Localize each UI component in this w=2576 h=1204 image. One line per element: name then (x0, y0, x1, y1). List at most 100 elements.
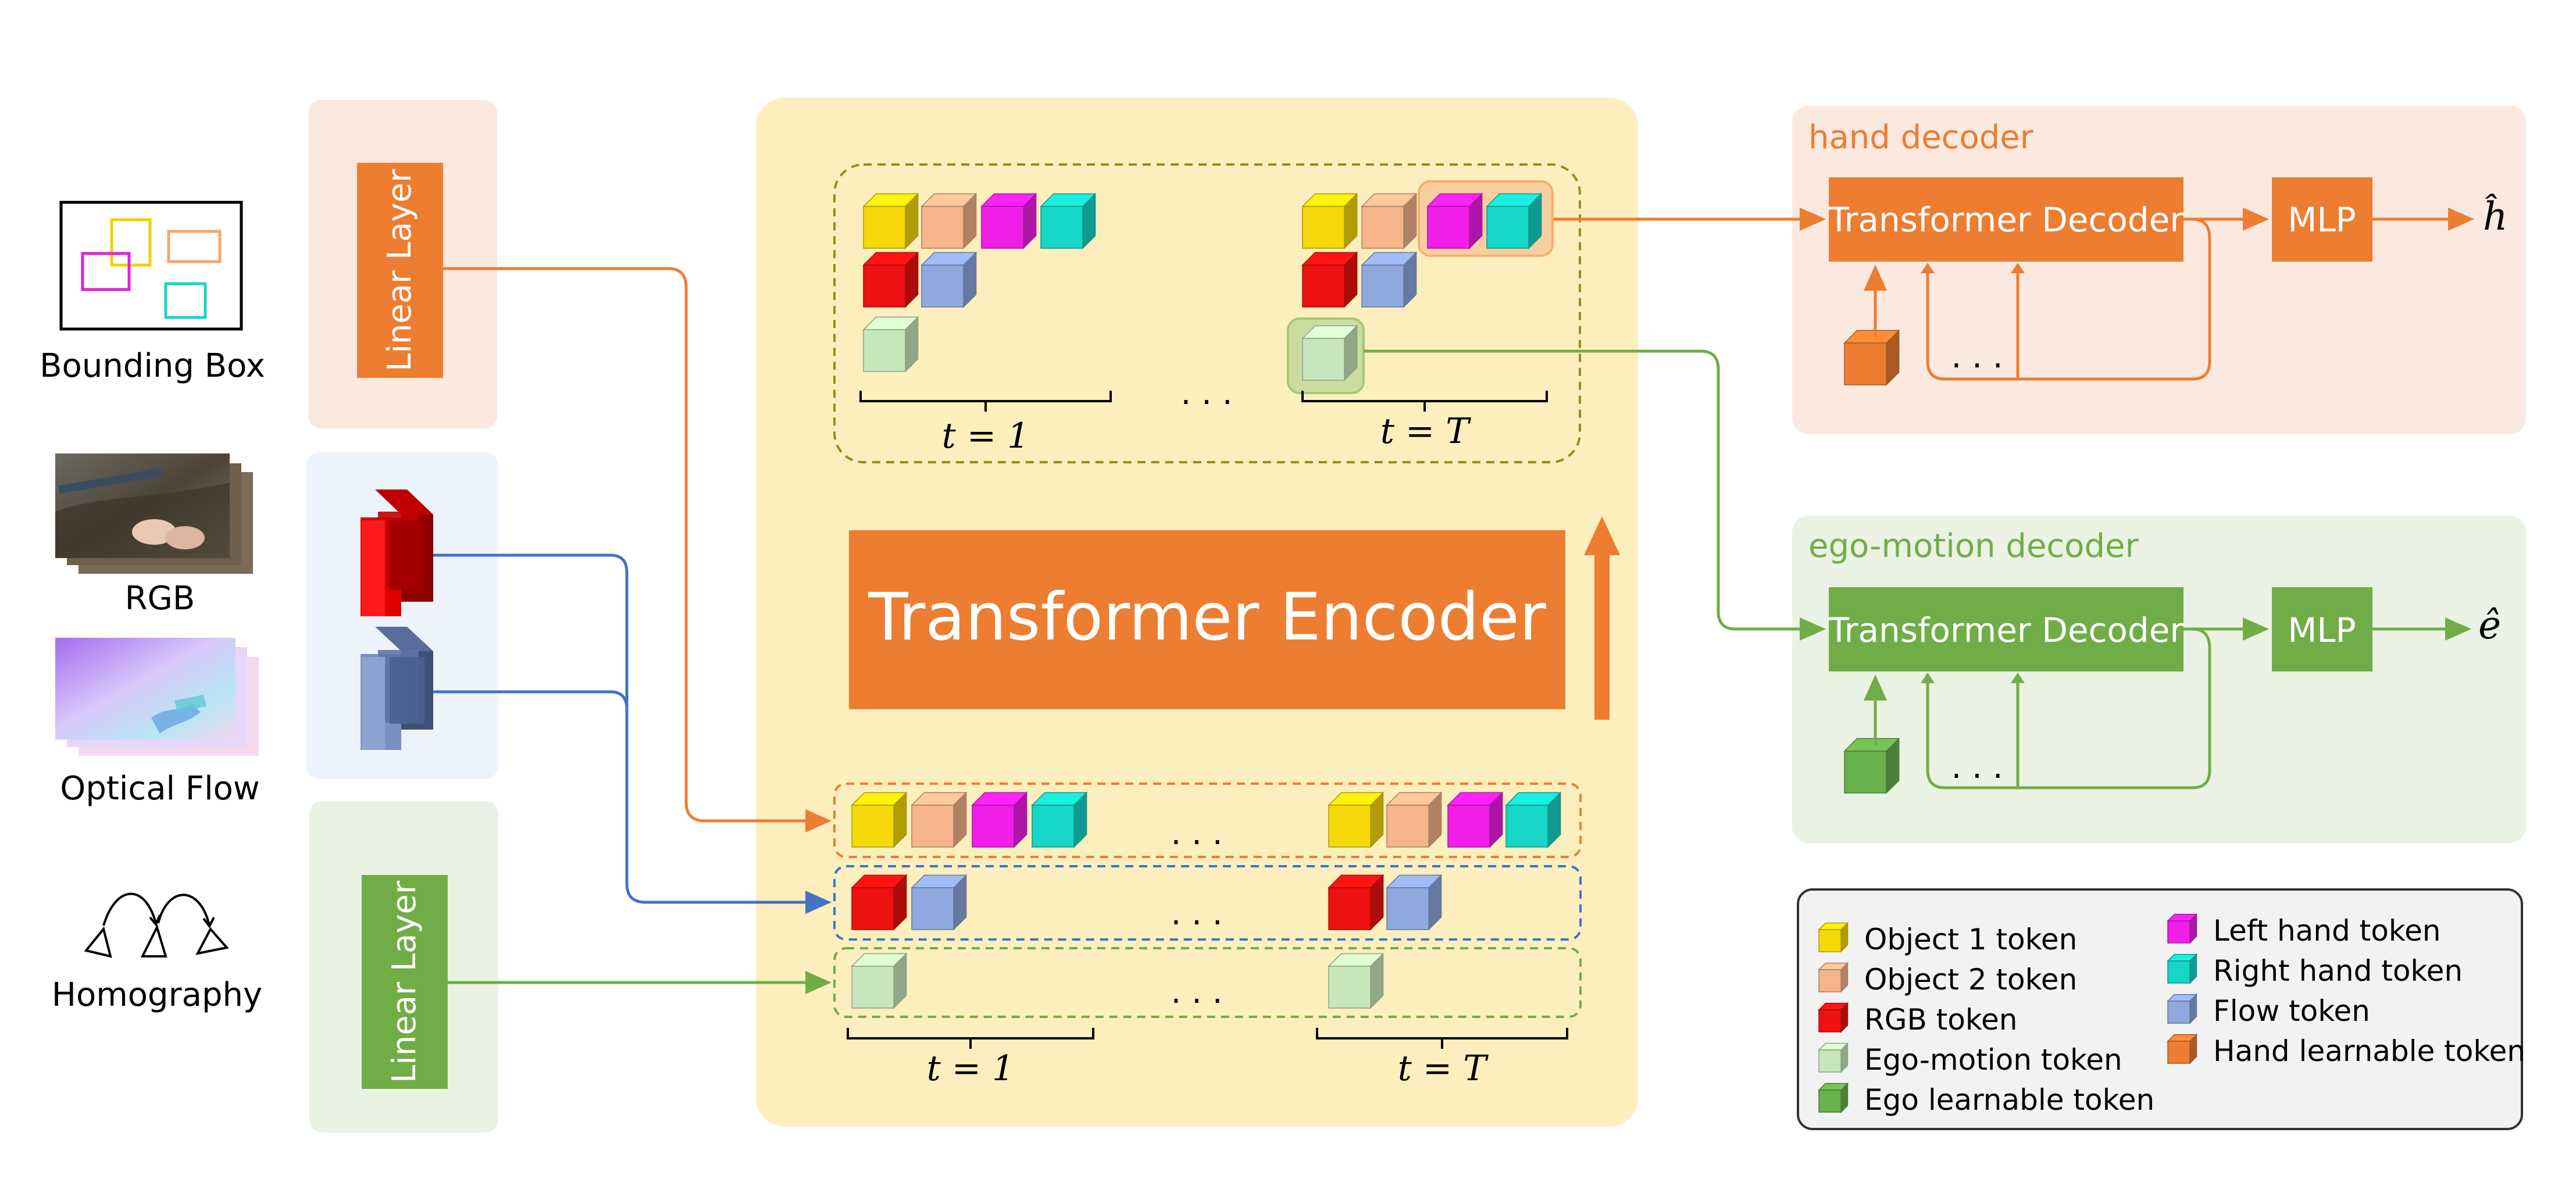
cube-blue (1361, 251, 1418, 308)
bbox-connector (443, 267, 832, 833)
rgb-cnn-icon (361, 490, 433, 616)
cube-yellow (851, 791, 908, 848)
cube-magenta (1426, 192, 1483, 249)
cube-peach (920, 192, 977, 249)
cube-red (851, 874, 908, 931)
cube-peach (911, 791, 968, 848)
cube-magenta (1447, 791, 1504, 848)
cube-magenta (971, 791, 1028, 848)
flow-cnn-icon (361, 627, 433, 750)
time-label-t1-bottom: t = 1 (927, 1048, 1015, 1089)
time-label-t1-top: t = 1 (942, 416, 1030, 456)
optical-flow-image (55, 638, 259, 756)
cube-red (862, 251, 919, 308)
cube-blue (1386, 874, 1443, 931)
ego-decoder-dots: . . . (1951, 748, 2003, 786)
ego-token-connector (1364, 349, 1826, 641)
ellipsis-row1: . . . (1171, 814, 1222, 852)
cube-blue-icon (2167, 993, 2198, 1024)
hand-mlp (2272, 177, 2372, 262)
legend-label: Left hand token (2213, 914, 2441, 948)
cube-magenta-icon (2167, 913, 2198, 944)
ego-transformer-decoder-label: Transformer Decoder (1828, 610, 2184, 650)
cube-cyan (1486, 192, 1543, 249)
hand-transformer-decoder (1829, 177, 2183, 262)
linear-layer-top (357, 163, 443, 378)
homography-icon (84, 892, 229, 958)
hand-mlp-label: MLP (2288, 200, 2356, 240)
cube-darkgreen (1843, 737, 1900, 794)
cube-red (1301, 251, 1358, 308)
legend-label: Object 1 token (1864, 923, 2077, 956)
hand-transformer-decoder-label: Transformer Decoder (1828, 200, 2184, 240)
ego-decoder-title: ego-motion decoder (1808, 527, 2139, 565)
cube-yellow (1301, 192, 1358, 249)
cnn-panel (306, 452, 498, 779)
legend-label: RGB token (1864, 1003, 2018, 1037)
ego-mlp (2272, 587, 2372, 671)
time-label-tT-top: t = T (1380, 411, 1472, 452)
transformer-encoder-block (849, 530, 1565, 709)
ego-mlp-label: MLP (2288, 610, 2356, 650)
ego-output: ê (2478, 603, 2501, 648)
legend-label: Object 2 token (1864, 963, 2077, 996)
cube-lightgreen (862, 316, 919, 373)
cube-yellow (1328, 791, 1385, 848)
bbox-label: Bounding Box (40, 347, 265, 385)
cube-cyan (1505, 791, 1562, 848)
cube-blue (911, 874, 968, 931)
cube-peach-icon (1818, 962, 1849, 993)
ego-token-row (833, 947, 1582, 1018)
cube-yellow (862, 192, 919, 249)
linear-layer-bottom (362, 875, 448, 1089)
homography-label: Homography (52, 976, 262, 1014)
cube-lightgreen (1328, 952, 1385, 1009)
cube-yellow-icon (1818, 921, 1849, 953)
ellipsis-row3: . . . (1171, 973, 1222, 1011)
time-label-tT-bottom: t = T (1398, 1048, 1489, 1089)
legend-label: Right hand token (2213, 954, 2463, 988)
legend-box (1797, 888, 2523, 1130)
transformer-encoder-label: Transformer Encoder (868, 580, 1547, 655)
ellipsis-row2: . . . (1171, 895, 1222, 933)
encoder-up-arrow (1584, 516, 1620, 720)
legend-label: Hand learnable token (2213, 1034, 2525, 1068)
cube-cyan (1031, 791, 1088, 848)
encoder-output-group (833, 163, 1581, 463)
cube-red-icon (1818, 1002, 1849, 1033)
hand-decoder-dots: . . . (1951, 338, 2003, 376)
hand-feedback-loop (1926, 217, 2211, 381)
bounding-box-icon (59, 201, 243, 331)
cube-magenta (980, 192, 1037, 249)
flow-connector (433, 690, 629, 884)
cube-lightgreen (1301, 324, 1358, 381)
hand-decoder-title: hand decoder (1808, 119, 2034, 156)
cube-darkgreen-icon (1818, 1082, 1849, 1113)
cube-cyan (1040, 192, 1097, 249)
ellipsis-top: . . . (1180, 374, 1232, 412)
cube-lightgreen-icon (1818, 1042, 1849, 1073)
optical-flow-label: Optical Flow (60, 770, 259, 808)
ego-transformer-decoder (1829, 587, 2183, 671)
legend-label: Ego-motion token (1864, 1043, 2122, 1077)
time-braces (847, 391, 1568, 1049)
ego-feedback-loop (1926, 627, 2211, 789)
hand-output: ĥ (2483, 194, 2508, 239)
cube-lightgreen (851, 952, 908, 1009)
cube-red (1328, 874, 1385, 931)
rgb-label: RGB (125, 580, 195, 617)
rgb-frames-image (55, 453, 253, 574)
cube-peach (1361, 192, 1418, 249)
linear-layer-top-label: Linear Layer (381, 169, 419, 371)
cube-orange (1843, 329, 1900, 386)
cube-orange-icon (2167, 1033, 2198, 1064)
cube-cyan-icon (2167, 953, 2198, 984)
legend-label: Flow token (2213, 994, 2370, 1028)
token-cubes (851, 192, 1900, 1009)
cube-blue (920, 251, 977, 308)
cube-peach (1386, 791, 1443, 848)
linear-layer-bottom-label: Linear Layer (386, 880, 423, 1083)
legend-label: Ego learnable token (1864, 1083, 2154, 1117)
